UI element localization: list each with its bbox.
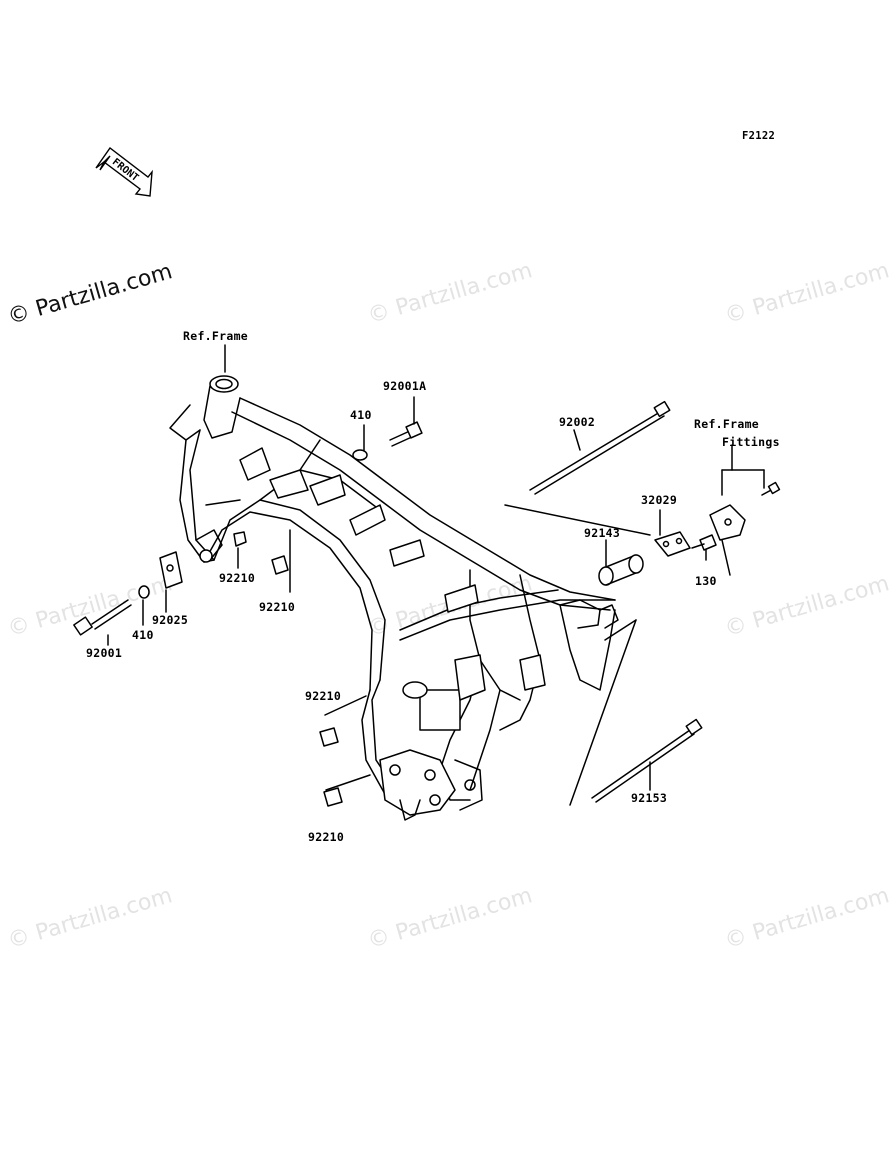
callout-92210-b: 92210	[259, 600, 296, 614]
callout-92210-d: 92210	[308, 830, 345, 844]
figure-code: F2122	[742, 130, 776, 142]
callout-410-left: 410	[132, 628, 154, 642]
callout-92143: 92143	[584, 526, 621, 540]
callout-92025: 92025	[152, 613, 189, 627]
callout-92153: 92153	[631, 791, 668, 805]
callout-92210-c: 92210	[305, 689, 342, 703]
front-arrow-icon: FRONT	[95, 147, 153, 197]
callout-92210-a: 92210	[219, 571, 256, 585]
callout-92001: 92001	[86, 646, 123, 660]
callout-fittings: Fittings	[722, 435, 780, 449]
callout-ref-frame: Ref.Frame	[183, 329, 249, 343]
callout-92002: 92002	[559, 415, 596, 429]
callout-130: 130	[695, 574, 717, 588]
callout-ref-frame-fittings: Ref.Frame	[694, 417, 760, 431]
callout-92001A: 92001A	[383, 379, 427, 393]
callout-32029: 32029	[641, 493, 678, 507]
callout-410-top: 410	[350, 408, 372, 422]
